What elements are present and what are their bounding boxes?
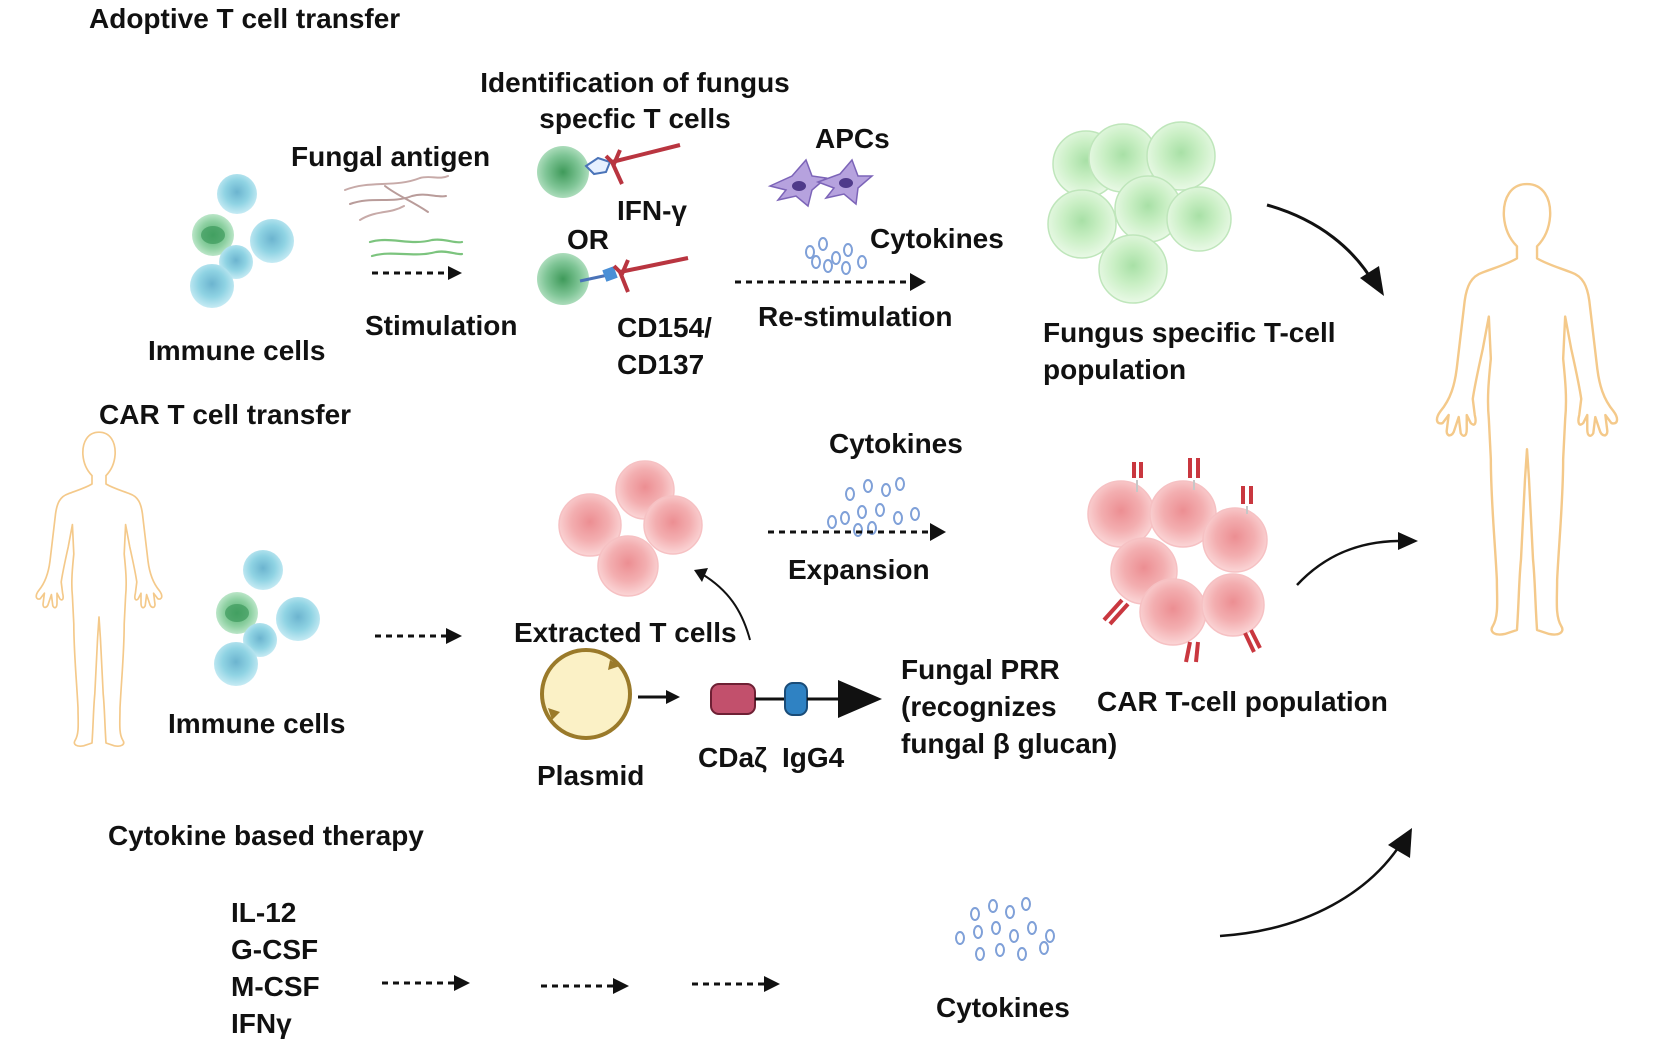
label-cdaz: CDaζ (698, 742, 767, 773)
cytokine-particle (857, 505, 867, 519)
label-immune-cells-car: Immune cells (168, 708, 346, 739)
label-plasmid: Plasmid (537, 760, 645, 791)
cytokine-particle (995, 943, 1005, 957)
cytokine-particle (843, 243, 853, 257)
cytokine-particle (823, 259, 833, 273)
label-prr-line3: fungal β glucan) (901, 728, 1118, 759)
label-expansion: Expansion (788, 554, 930, 585)
label-cd154: CD154/ (617, 312, 712, 343)
label-fungal-antigen: Fungal antigen (291, 141, 491, 172)
cytokine-particle (881, 483, 891, 497)
label-cytokines-therapy: Cytokines (936, 992, 1070, 1023)
cytokine-particle (970, 907, 980, 921)
cytokine-particles-top (805, 237, 867, 275)
cytokine-particle (893, 511, 903, 525)
cytokine-particle (818, 237, 828, 251)
label-cytokines-top: Cytokines (870, 223, 1004, 254)
arrow-to-patient-bottom (1219, 844, 1402, 938)
agent-gcsf: G-CSF (231, 934, 319, 965)
section-title-adoptive: Adoptive T cell transfer (89, 3, 401, 34)
cytokine-particle (988, 899, 998, 913)
label-population-line2: population (1043, 354, 1187, 385)
label-stimulation: Stimulation (365, 310, 518, 341)
cytokine-particle (841, 261, 851, 275)
car-construct-icon (710, 680, 882, 718)
label-apcs: APCs (815, 123, 890, 154)
cytokine-particle (863, 479, 873, 493)
apc-cells-icon (767, 158, 875, 208)
label-identification-line1: Identification of fungus (480, 67, 790, 98)
label-immune-cells-top: Immune cells (148, 335, 326, 366)
cytokine-particle (875, 503, 885, 517)
cytokine-particle (1009, 929, 1019, 943)
cytokine-particle (1039, 941, 1049, 955)
cytokine-particle (975, 947, 985, 961)
label-igg4: IgG4 (782, 742, 845, 773)
label-prr-line2: (recognizes (901, 691, 1057, 722)
cytokine-particle (1045, 929, 1055, 943)
label-identification-line2: specfic T cells (539, 103, 731, 134)
cytokine-particle (1027, 921, 1037, 935)
extracted-tcells-cluster (558, 460, 703, 597)
cytokine-particle (805, 245, 815, 259)
immune-cells-cluster-top (190, 174, 294, 308)
car-tcell-cluster (1087, 458, 1268, 663)
label-ifn-gamma: IFN-γ (617, 195, 687, 226)
cytokine-particles-car (827, 477, 920, 537)
t-cell-ifn-detection-icon (537, 143, 681, 198)
cytokine-particle (857, 255, 867, 269)
plasmid-icon (540, 648, 632, 740)
agent-il12: IL-12 (231, 897, 297, 928)
fungal-antigen-icon (344, 175, 464, 258)
arrow-to-patient-top (1266, 203, 1377, 286)
cytokine-particle (1017, 947, 1027, 961)
cytokine-particle (831, 251, 841, 265)
section-title-cytokine: Cytokine based therapy (108, 820, 424, 851)
cytokine-particle (955, 931, 965, 945)
donor-body-outline (35, 431, 163, 748)
transduction-arrow (701, 573, 751, 641)
cytokine-particle (845, 487, 855, 501)
label-cytokines-car: Cytokines (829, 428, 963, 459)
t-cell-cd154-detection-icon (537, 253, 689, 305)
label-extracted-tcells: Extracted T cells (514, 617, 737, 648)
agent-mcsf: M-CSF (231, 971, 320, 1002)
immune-cells-cluster-car (214, 550, 320, 686)
label-or: OR (567, 224, 609, 255)
cytokine-particle (867, 521, 877, 535)
cytokine-particle (1005, 905, 1015, 919)
cytokine-particle (895, 477, 905, 491)
fungus-specific-tcell-cluster (1047, 121, 1232, 304)
agent-ifngamma: IFNγ (231, 1008, 292, 1039)
cytokine-particle (910, 507, 920, 521)
cytokine-particle (840, 511, 850, 525)
label-car-population: CAR T-cell population (1097, 686, 1388, 717)
cytokine-particle (853, 523, 863, 537)
arrow-to-patient-middle (1296, 539, 1406, 586)
cytokine-particle (811, 255, 821, 269)
patient-body-outline (1435, 182, 1619, 637)
label-prr-line1: Fungal PRR (901, 654, 1060, 685)
label-cd137: CD137 (617, 349, 705, 380)
cytokine-particles-therapy (955, 897, 1055, 961)
cytokine-particle (991, 921, 1001, 935)
cytokine-particle (827, 515, 837, 529)
cytokine-particle (973, 925, 983, 939)
label-restimulation: Re-stimulation (758, 301, 953, 332)
label-population-line1: Fungus specific T-cell (1043, 317, 1336, 348)
section-title-car: CAR T cell transfer (99, 399, 352, 430)
cytokine-particle (1021, 897, 1031, 911)
